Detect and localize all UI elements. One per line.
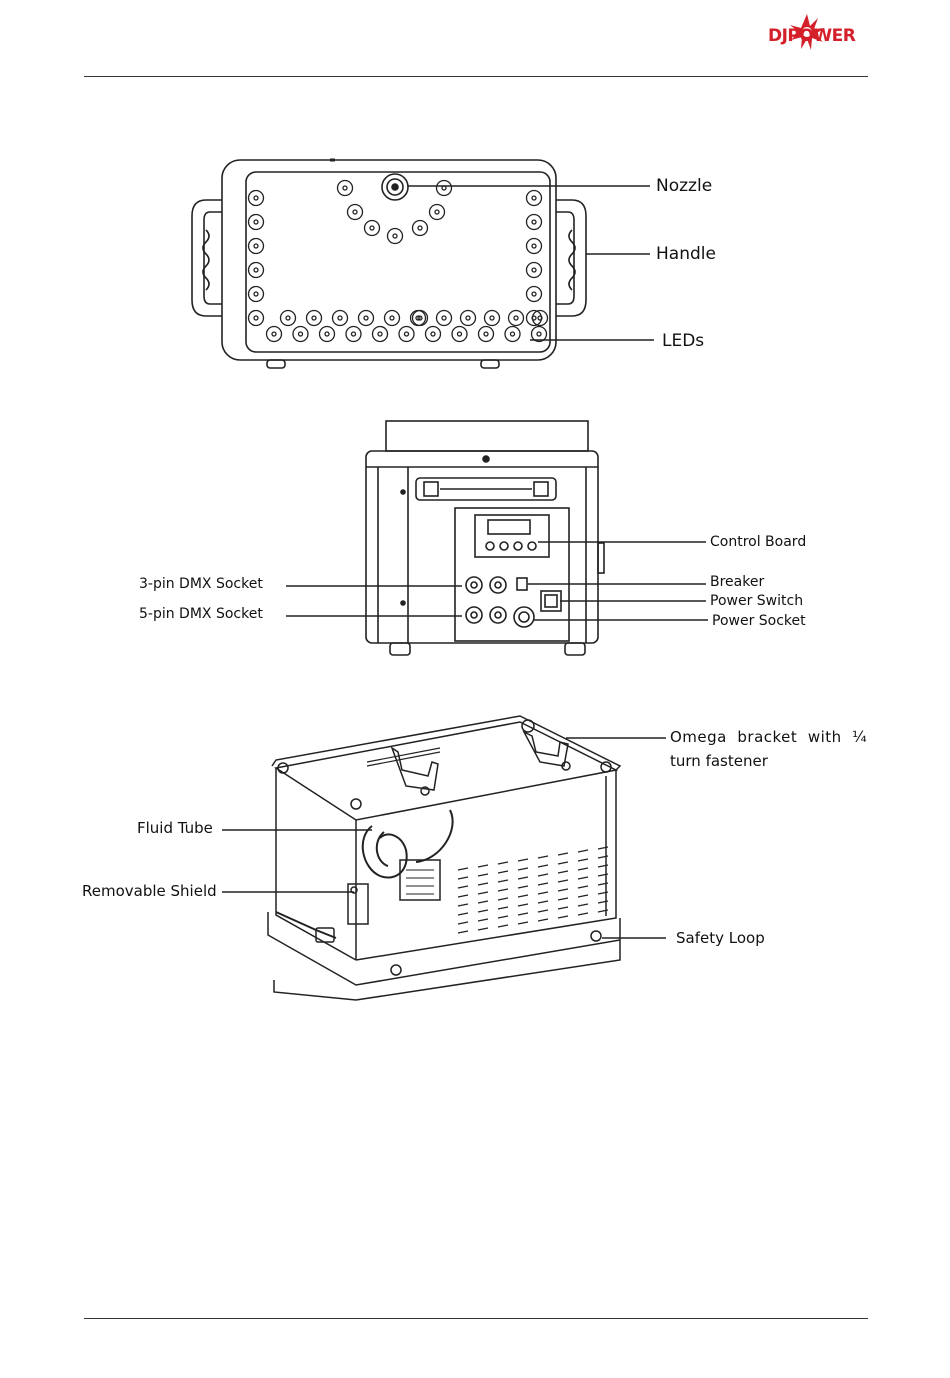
omega-bracket-label-line2: turn fastener	[670, 752, 768, 770]
isometric-view-drawing	[0, 0, 950, 1010]
removable-shield-label: Removable Shield	[82, 882, 217, 900]
side-vents	[458, 847, 608, 933]
fluid-tube-label: Fluid Tube	[137, 819, 213, 837]
omega-bracket-label-line1: Omega bracket with ¼	[670, 728, 867, 746]
iso-base	[268, 912, 620, 985]
safety-loop-label: Safety Loop	[676, 929, 765, 947]
safety-loop-front	[391, 965, 401, 975]
omega-bracket-front	[392, 748, 438, 795]
footer-rule	[84, 1318, 868, 1319]
iso-top-plate	[276, 722, 616, 820]
removable-shield-drawing	[348, 860, 440, 924]
fluid-tube-drawing	[363, 810, 453, 878]
safety-loop-side	[591, 931, 601, 941]
